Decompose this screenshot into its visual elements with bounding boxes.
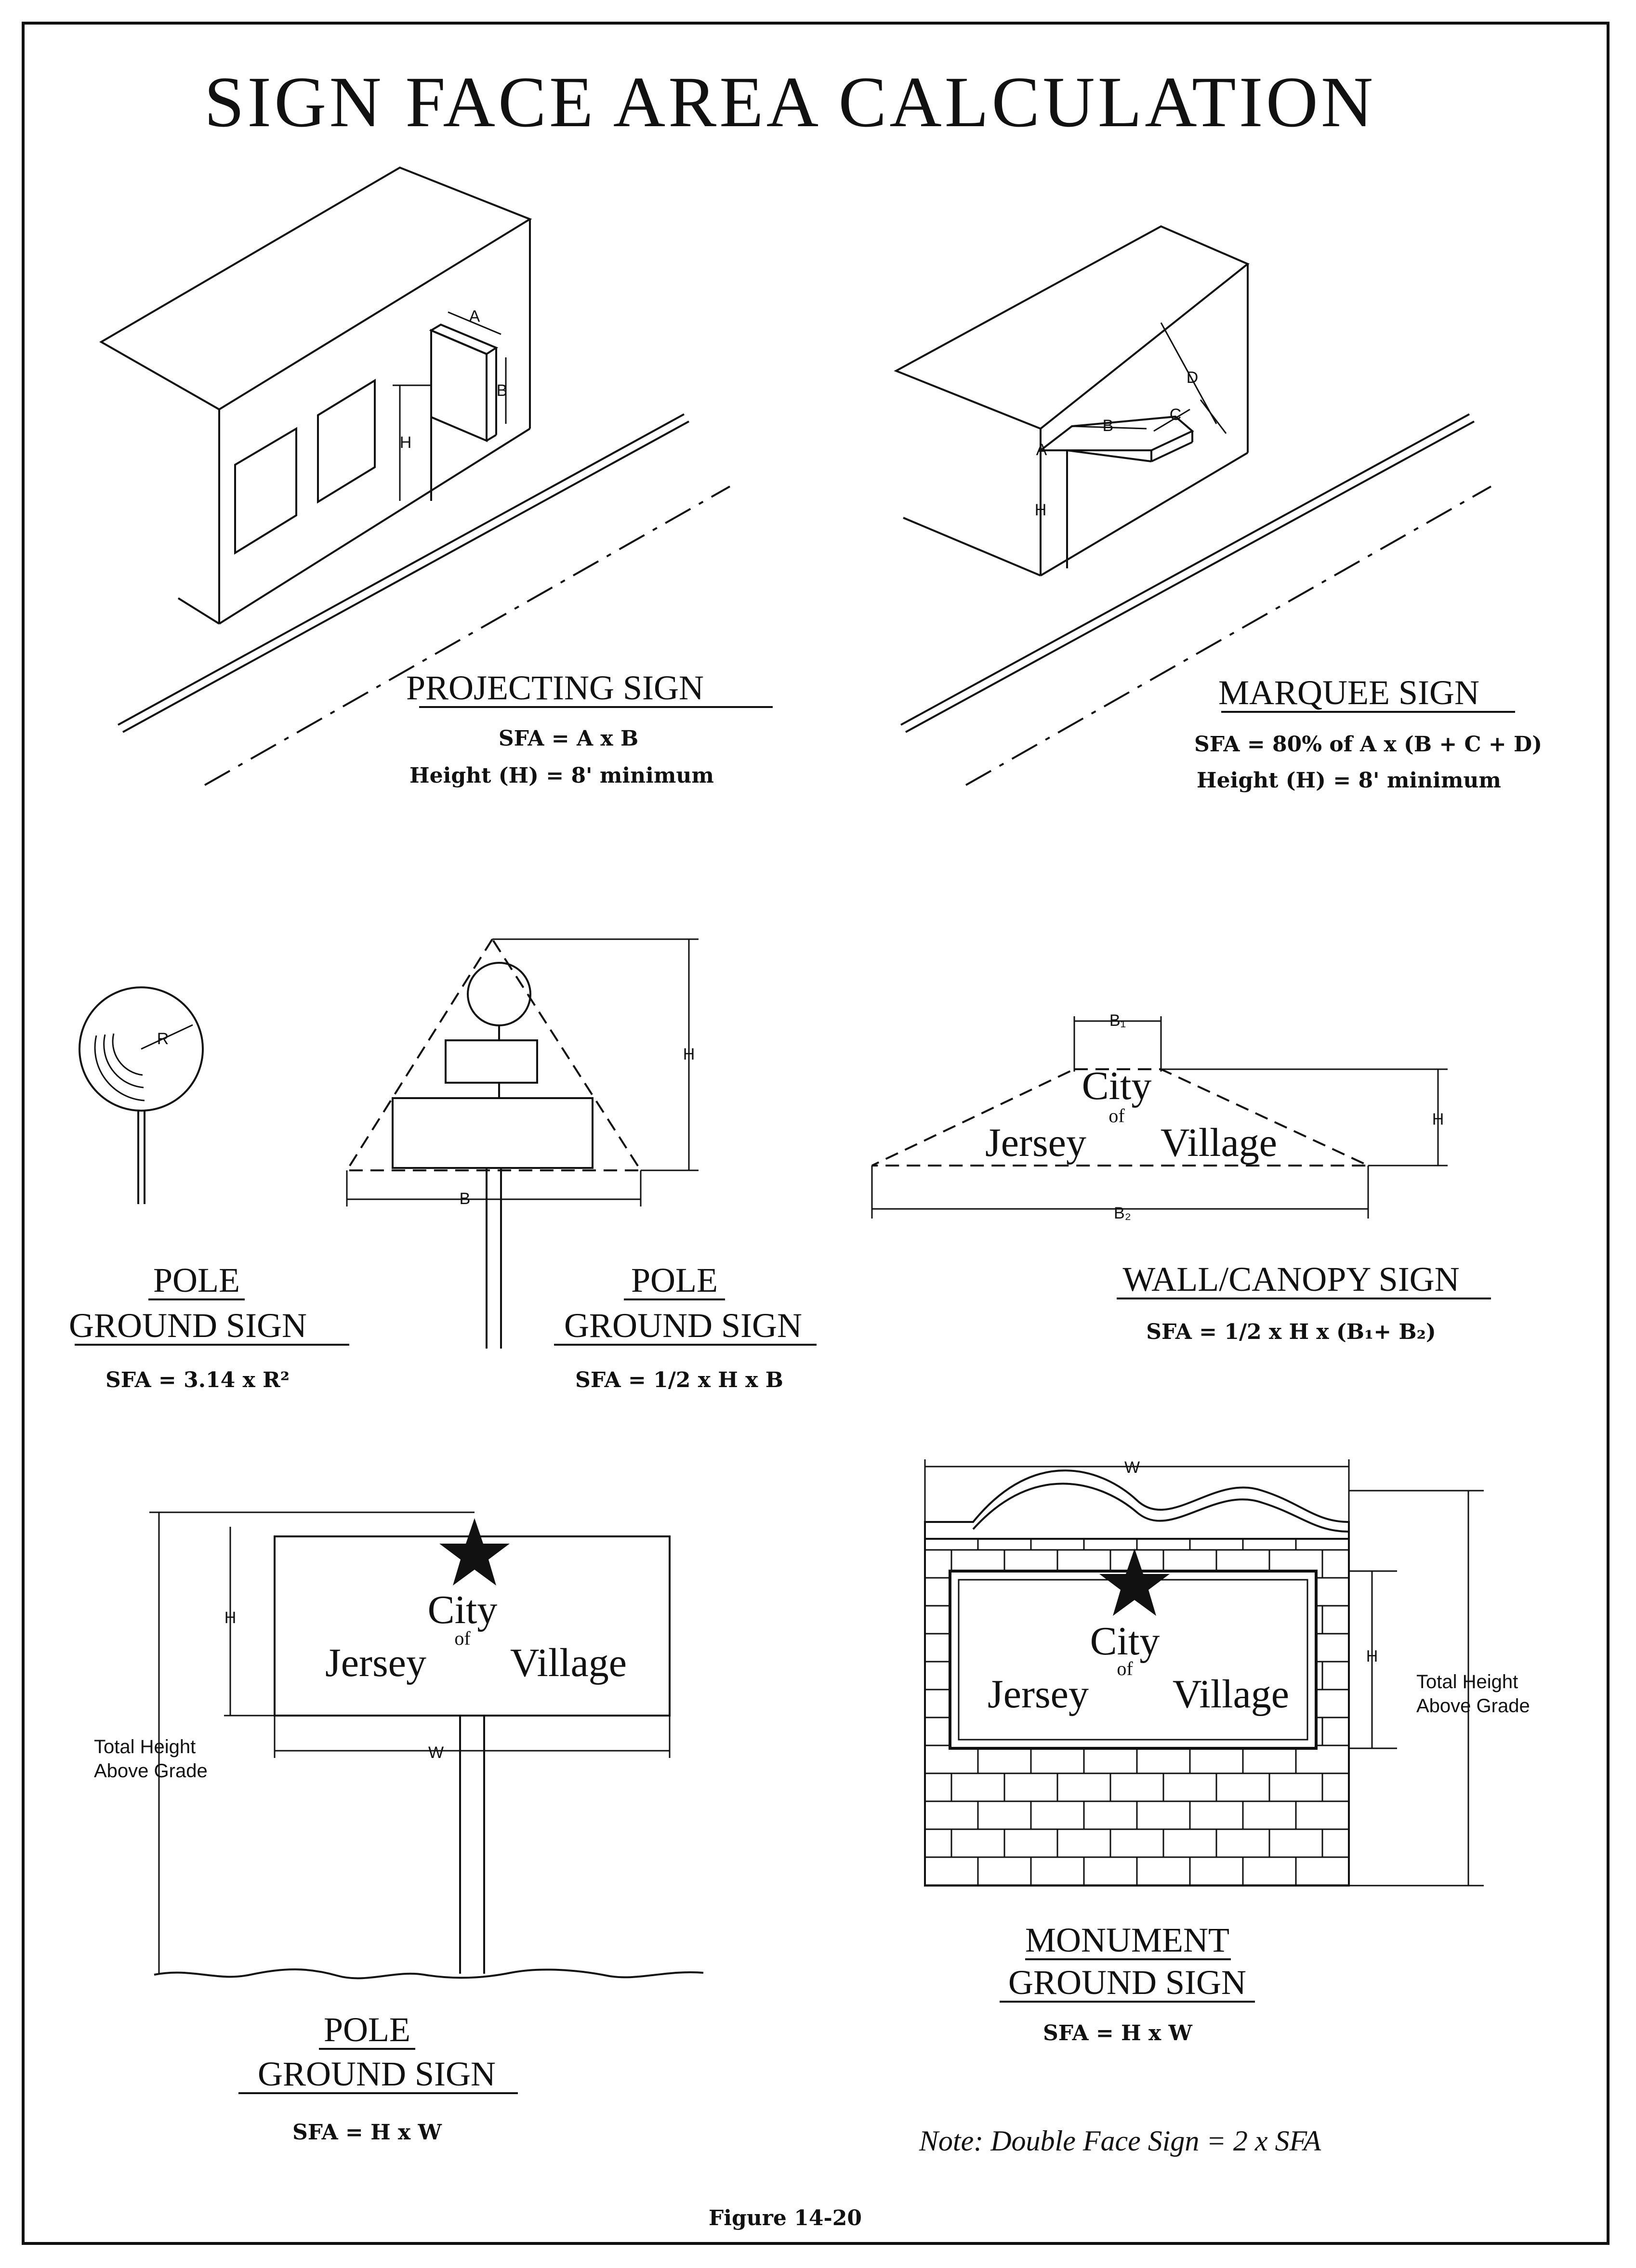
dim-label-w: W	[428, 1744, 444, 1762]
projecting-formula: SFA = A x B	[499, 726, 638, 751]
dim-label-c: C	[1170, 406, 1182, 424]
marquee-caption: MARQUEE SIGN	[1218, 673, 1479, 712]
wall-canopy-formula: SFA = 1/2 x H x (B₁+ B₂)	[1146, 1320, 1436, 1344]
projecting-sign-illustration: A B H	[99, 166, 730, 786]
sign-text-village: Village	[1173, 1672, 1289, 1717]
sign-text-village: Village	[1161, 1120, 1277, 1165]
sign-text-village: Village	[510, 1640, 627, 1685]
rect-pole-sign-illustration: City of Jersey Village H W Total Height …	[94, 1511, 704, 1980]
wall-canopy-sign-illustration: City of Jersey Village B₁ H B₂	[871, 1011, 1448, 1222]
dim-label-d: D	[1187, 368, 1199, 387]
total-height-label-line2: Above Grade	[1416, 1695, 1530, 1717]
double-face-note: Note: Double Face Sign = 2 x SFA	[919, 2125, 1321, 2157]
pole-rect-caption-line1: POLE	[324, 2010, 410, 2049]
dim-label-r: R	[157, 1030, 169, 1048]
page-border	[22, 22, 1610, 2245]
dim-label-w: W	[1124, 1458, 1140, 1477]
pole-triangle-caption-line1: POLE	[631, 1261, 718, 1299]
wall-canopy-caption: WALL/CANOPY SIGN	[1122, 1260, 1459, 1298]
pole-round-caption-line1: POLE	[153, 1261, 240, 1299]
dim-label-b: B	[1103, 417, 1114, 435]
pole-triangle-caption-line2: GROUND SIGN	[564, 1306, 802, 1345]
dim-label-h: H	[1035, 501, 1047, 519]
page-title: SIGN FACE AREA CALCULATION	[204, 62, 1376, 142]
street-centerline	[204, 485, 730, 786]
monument-caption-line2: GROUND SIGN	[1008, 1963, 1246, 2002]
street-centerline	[965, 485, 1491, 786]
triangle-pole-sign-illustration: H B	[345, 937, 699, 1349]
dim-label-b1: B₁	[1109, 1011, 1126, 1030]
marquee-sign-illustration: B C D A H	[894, 225, 1491, 786]
sign-text-city: City	[1082, 1063, 1152, 1108]
star-icon	[1099, 1548, 1170, 1616]
window	[317, 379, 376, 504]
round-pole-sign-illustration: R	[79, 986, 204, 1204]
figure-label: Figure 14-20	[709, 2206, 862, 2230]
total-height-label-line1: Total Height	[1416, 1671, 1518, 1692]
sign-text-of: of	[454, 1627, 471, 1649]
building-top	[99, 166, 532, 411]
triangle-area-outline	[345, 937, 643, 1171]
star-icon	[439, 1518, 510, 1586]
grade-line	[154, 1968, 704, 1980]
pole-round-formula: SFA = 3.14 x R²	[106, 1368, 290, 1392]
dim-label-b2: B₂	[1114, 1204, 1131, 1222]
curb-line	[118, 413, 685, 726]
dim-label-a: A	[469, 307, 480, 326]
projecting-height-note: Height (H) = 8' minimum	[409, 763, 714, 788]
sign-text-of: of	[1117, 1658, 1133, 1679]
monument-cap	[924, 1469, 1350, 1540]
dim-label-h: H	[400, 433, 412, 452]
projecting-caption: PROJECTING SIGN	[406, 669, 704, 707]
sign-text-jersey: Jersey	[985, 1120, 1086, 1165]
curb-line	[900, 413, 1470, 726]
sign-text-jersey: Jersey	[988, 1672, 1089, 1717]
pole-rect-formula: SFA = H x W	[292, 2120, 442, 2145]
dim-label-a: A	[1036, 441, 1047, 459]
window	[234, 427, 297, 555]
monument-caption-line1: MONUMENT	[1025, 1921, 1229, 1959]
dim-label-h: H	[1432, 1110, 1444, 1128]
pole-rect-caption-line2: GROUND SIGN	[258, 2055, 496, 2093]
dim-label-b: B	[497, 381, 508, 400]
pole-round-caption-line2: GROUND SIGN	[69, 1306, 307, 1345]
monument-sign-illustration: City of Jersey Village W H Total Height …	[924, 1458, 1530, 1887]
projecting-sign-panel	[430, 328, 488, 443]
monument-formula: SFA = H x W	[1043, 2021, 1193, 2045]
total-height-label-line2: Above Grade	[94, 1760, 208, 1782]
dim-label-b: B	[460, 1190, 471, 1208]
sign-text-city: City	[1090, 1619, 1160, 1664]
sign-text-of: of	[1108, 1105, 1125, 1127]
marquee-height-note: Height (H) = 8' minimum	[1197, 768, 1501, 793]
sign-text-city: City	[428, 1587, 498, 1632]
dim-label-h: H	[224, 1609, 237, 1627]
total-height-label-line1: Total Height	[94, 1736, 196, 1757]
pole-triangle-formula: SFA = 1/2 x H x B	[575, 1368, 783, 1392]
dim-label-h: H	[1366, 1647, 1378, 1665]
marquee-formula: SFA = 80% of A x (B + C + D)	[1194, 732, 1542, 757]
sign-text-jersey: Jersey	[325, 1640, 426, 1685]
building-top	[894, 225, 1250, 430]
round-sign-face	[79, 986, 204, 1112]
dim-label-h: H	[683, 1045, 695, 1063]
